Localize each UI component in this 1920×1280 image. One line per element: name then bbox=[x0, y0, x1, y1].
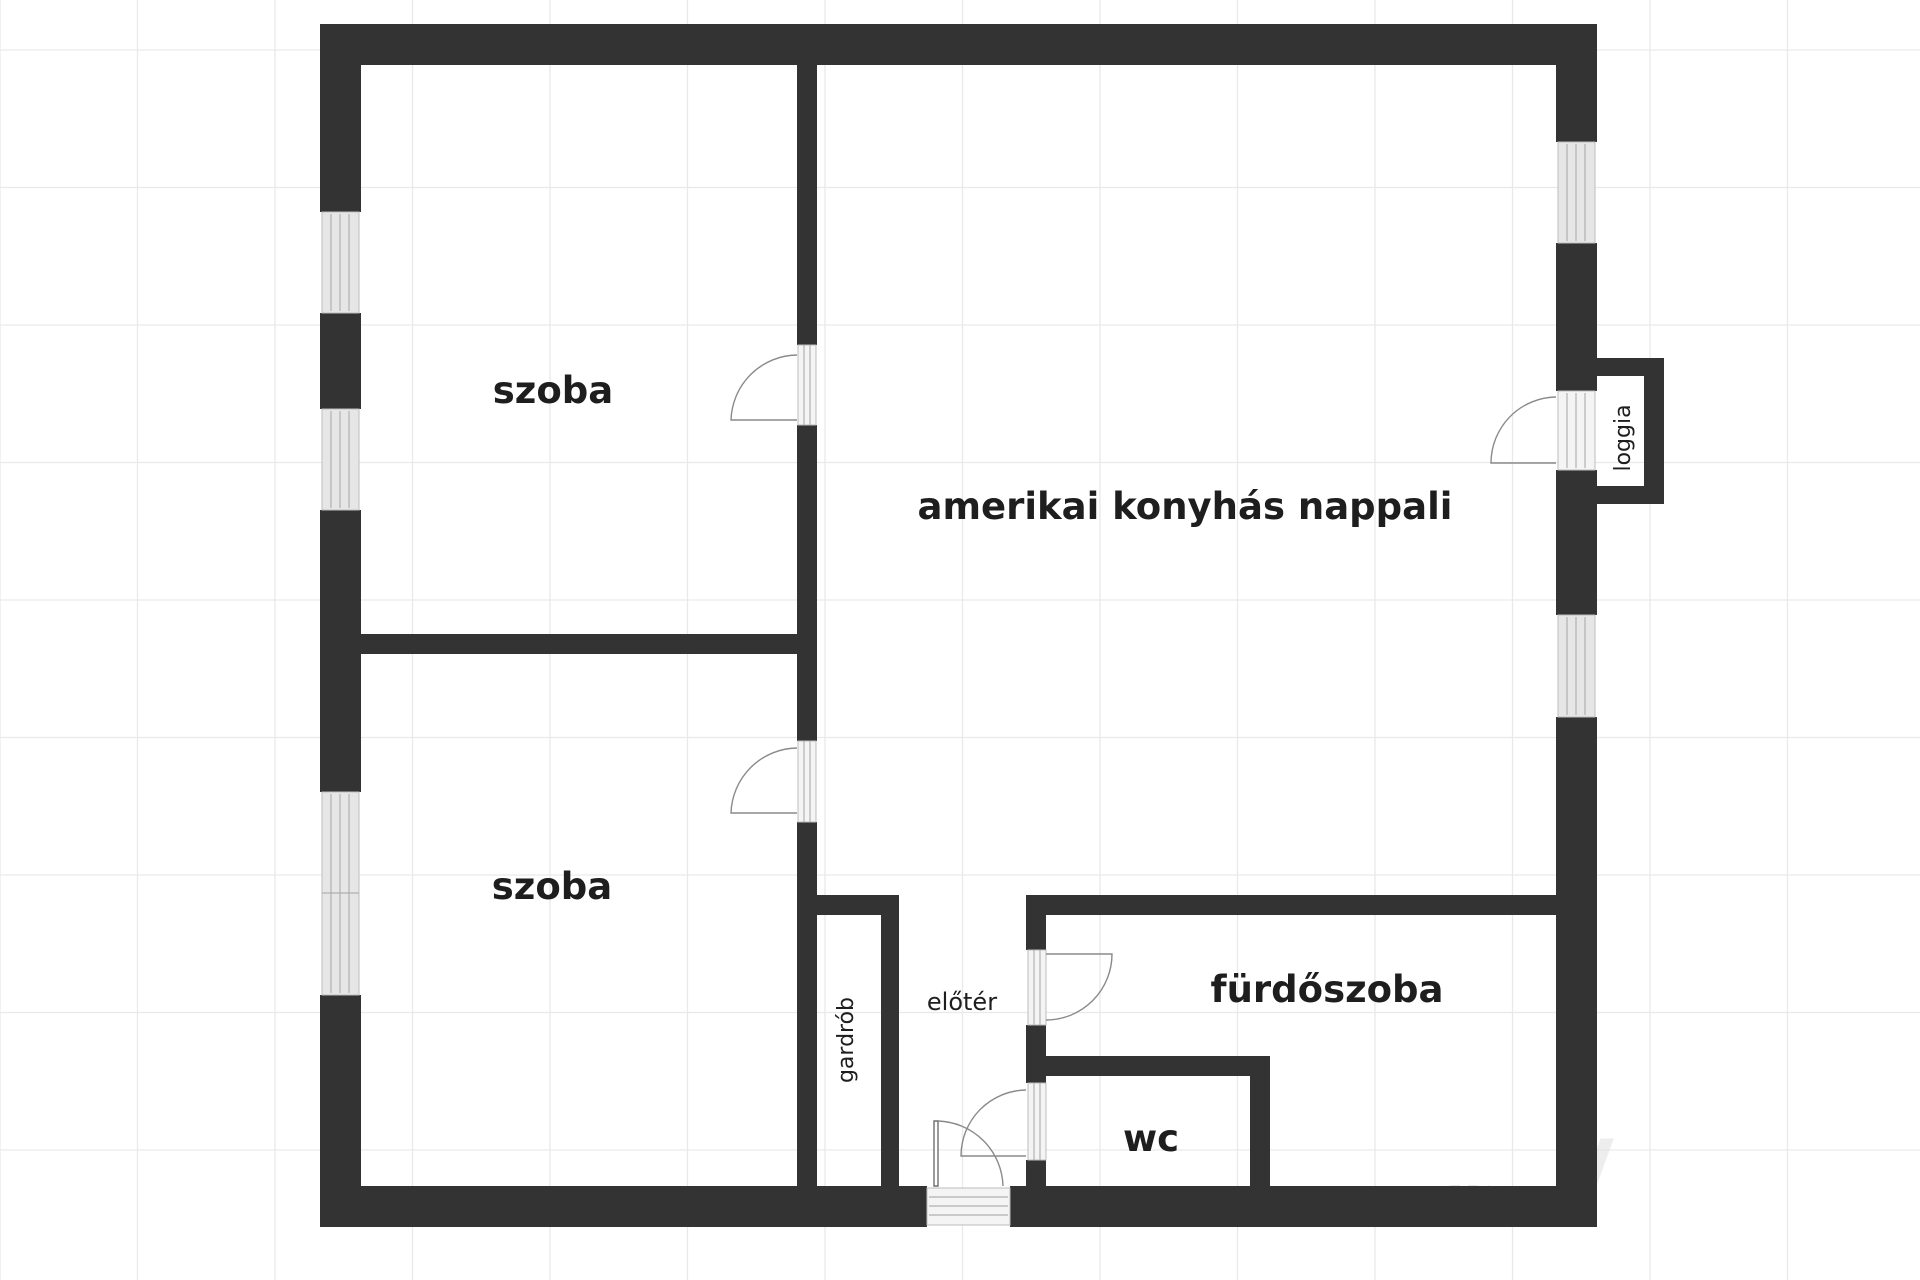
door-loggia bbox=[1490, 390, 1596, 471]
windows bbox=[321, 141, 1596, 996]
wall-right-3 bbox=[1556, 470, 1597, 615]
window-right-2 bbox=[1557, 614, 1596, 718]
wall-bedrooms bbox=[361, 634, 797, 654]
wall-wc-top bbox=[1046, 1056, 1270, 1076]
wall-left-3 bbox=[320, 510, 361, 792]
wall-bottom-right bbox=[1010, 1186, 1597, 1227]
wall-wc-right bbox=[1250, 1056, 1270, 1186]
wall-left-4 bbox=[320, 995, 361, 1227]
window-left-2 bbox=[321, 408, 360, 511]
wall-wardrobe-top bbox=[817, 895, 899, 915]
wall-bathroom-left-3 bbox=[1026, 1160, 1046, 1186]
doors bbox=[730, 344, 1596, 1226]
wall-left-1 bbox=[320, 24, 361, 212]
wall-interior-3 bbox=[797, 822, 817, 1186]
window-right-1 bbox=[1557, 141, 1596, 244]
door-bedroom-top bbox=[730, 344, 817, 426]
wall-loggia-right bbox=[1644, 358, 1664, 504]
label-living-room: amerikai konyhás nappali bbox=[917, 485, 1452, 528]
door-entrance bbox=[926, 1120, 1011, 1226]
wall-top bbox=[320, 24, 1597, 65]
walls bbox=[320, 24, 1664, 1227]
door-bedroom-bottom bbox=[730, 740, 817, 823]
wall-right-4 bbox=[1556, 717, 1597, 1227]
door-bathroom bbox=[1027, 949, 1113, 1026]
wall-bathroom-top bbox=[1026, 895, 1556, 915]
label-bedroom-bottom: szoba bbox=[492, 865, 612, 908]
wall-bathroom-left-1 bbox=[1026, 895, 1046, 950]
room-labels: szoba szoba amerikai konyhás nappali für… bbox=[492, 369, 1636, 1160]
wall-wardrobe-right bbox=[881, 895, 899, 1186]
label-bathroom: fürdőszoba bbox=[1210, 968, 1443, 1011]
label-bedroom-top: szoba bbox=[493, 369, 613, 412]
label-loggia: loggia bbox=[1611, 404, 1636, 471]
wall-right-1 bbox=[1556, 24, 1597, 142]
label-hall: előtér bbox=[927, 988, 997, 1016]
wall-left-2 bbox=[320, 313, 361, 409]
label-wardrobe: gardrób bbox=[834, 997, 859, 1083]
window-left-3 bbox=[321, 791, 360, 996]
wall-bathroom-left-2 bbox=[1026, 1025, 1046, 1083]
wall-bottom-left bbox=[320, 1186, 927, 1227]
label-wc: wc bbox=[1123, 1117, 1179, 1160]
wall-interior-1 bbox=[797, 65, 817, 345]
wall-interior-2 bbox=[797, 425, 817, 741]
wall-right-2 bbox=[1556, 243, 1597, 391]
wall-loggia-bottom bbox=[1597, 486, 1664, 504]
window-left-1 bbox=[321, 211, 360, 314]
door-wc bbox=[960, 1082, 1047, 1161]
